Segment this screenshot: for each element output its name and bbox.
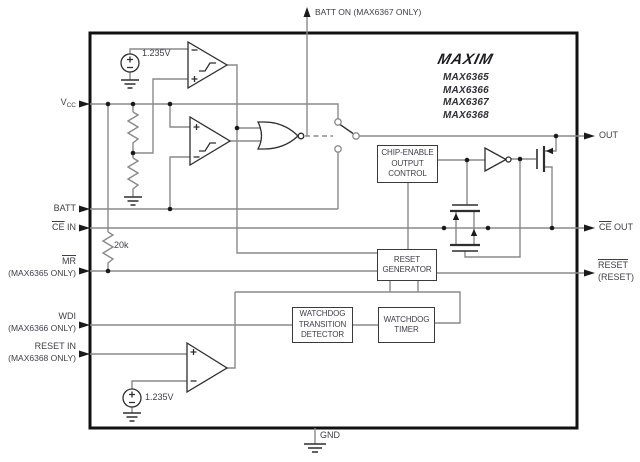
- maxim-logo: MAXIM: [435, 51, 495, 68]
- junction-dots: [105, 101, 559, 274]
- vref-top-value: 1.235V: [142, 48, 171, 58]
- nor-gate-icon: [256, 121, 305, 150]
- part-number: MAX6366: [443, 84, 489, 96]
- resistor-20k-icon: [101, 231, 115, 264]
- battery-switch-icon: [334, 118, 360, 153]
- pin-label-batt: BATT: [53, 203, 76, 213]
- resistor-divider-icon: [126, 111, 140, 192]
- vref-source-bottom-icon: [122, 388, 142, 408]
- inverter-icon: [484, 146, 512, 173]
- ground-icons: [121, 79, 326, 453]
- pin-label-ce-in: CE IN: [51, 222, 76, 232]
- vref-bottom-value: 1.235V: [145, 392, 174, 402]
- pin-arrows: [79, 7, 595, 358]
- part-number-list: MAX6365 MAX6366 MAX6367 MAX6368: [443, 72, 489, 122]
- pin-label-wdi: WDI(MAX6366 ONLY): [8, 311, 76, 333]
- chip-outline: [88, 31, 579, 430]
- pin-label-reset: RESET(RESET): [598, 260, 634, 282]
- pmos-transistor-icon: [536, 146, 553, 172]
- chip-enable-output-control-block: CHIP-ENABLE OUTPUT CONTROL: [377, 145, 438, 183]
- part-number: MAX6365: [443, 72, 489, 83]
- pin-label-vcc: VCC: [60, 97, 76, 109]
- part-number: MAX6367: [443, 97, 489, 109]
- comparator-battery-switchover: [189, 115, 232, 167]
- pin-label-gnd: GND: [320, 430, 340, 440]
- comparator-reset-in: [186, 341, 229, 394]
- watchdog-transition-detector-block: WATCHDOG TRANSITION DETECTOR: [292, 307, 353, 343]
- watchdog-timer-block: WATCHDOG TIMER: [378, 307, 435, 343]
- pullup-resistor-value: 20k: [114, 240, 129, 250]
- part-number: MAX6368: [443, 109, 489, 121]
- vref-source-top-icon: [120, 53, 140, 73]
- pin-label-mr: MR(MAX6365 ONLY): [8, 256, 76, 278]
- hysteresis-icon: [199, 142, 216, 152]
- comparator-reset-threshold: [187, 40, 229, 90]
- pin-label-ce-out: CE OUT: [599, 222, 634, 232]
- transmission-gate-icon: [450, 204, 480, 252]
- pin-label-reset-in: RESET IN(MAX6368 ONLY): [8, 341, 76, 363]
- wires: [90, 10, 588, 444]
- reset-generator-block: RESET GENERATOR: [377, 249, 437, 281]
- hysteresis-icon: [199, 62, 216, 72]
- pin-label-batt-on: BATT ON (MAX6367 ONLY): [315, 7, 422, 17]
- pin-label-out: OUT: [599, 130, 618, 140]
